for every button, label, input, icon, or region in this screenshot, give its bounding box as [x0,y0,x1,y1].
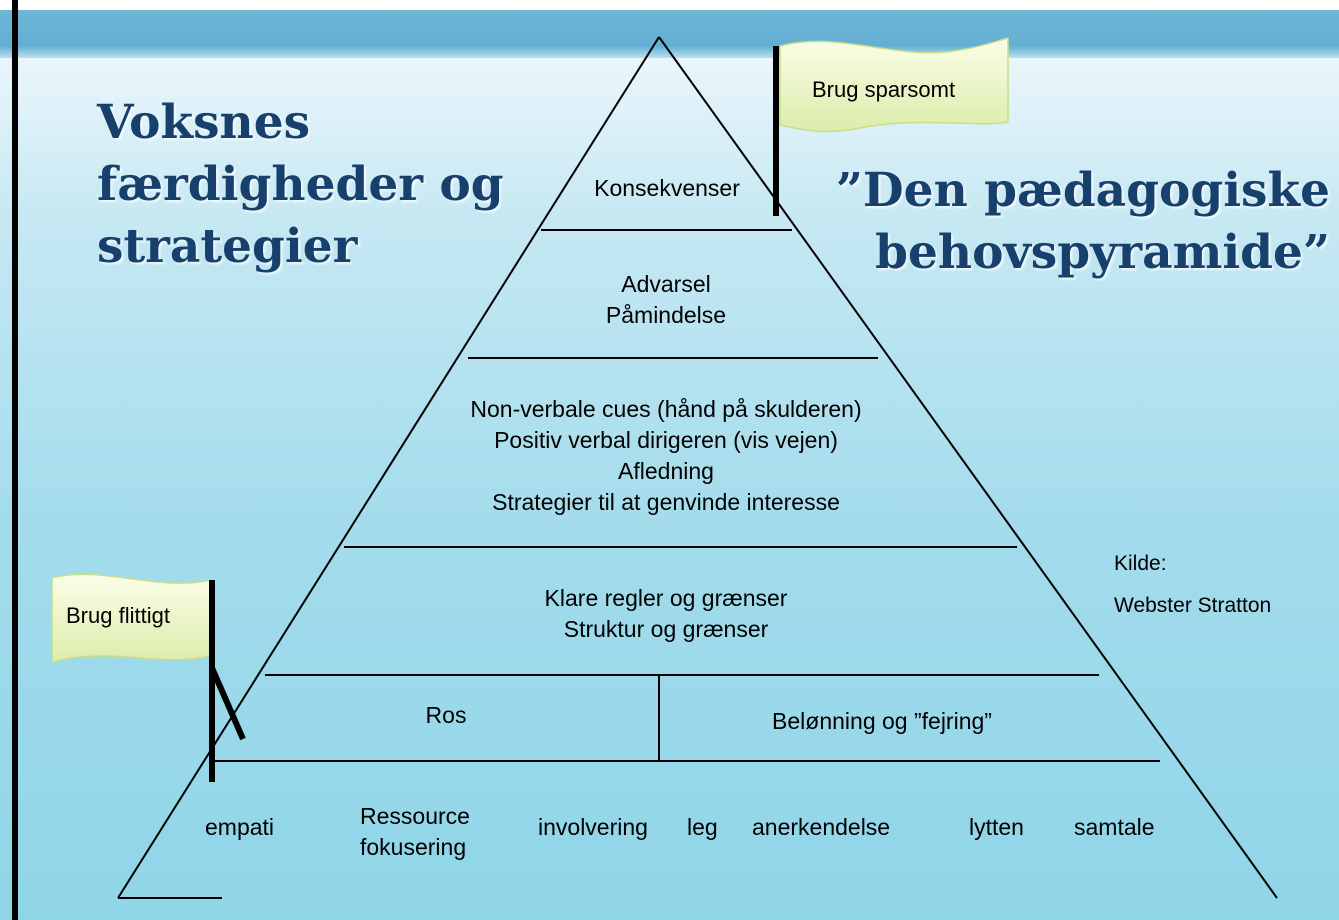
base-empathy: empati [205,814,275,840]
level-warning: Advarsel Påmindelse [606,269,726,331]
level-reward: Belønning og ”fejring” [772,708,992,734]
level-rules-line-2: Struktur og grænser [563,616,769,642]
base-resource-focus-line-1: Ressource [360,803,470,829]
level-rules-line-1: Klare regler og grænser [544,585,788,611]
source-author: Webster Stratton [1114,594,1272,617]
level-nonverbal-line-2: Positiv verbal dirigeren (vis vejen) [494,427,838,453]
pyramid-title-line-2: behovspyramide” [875,225,1330,280]
source-label: Kilde: [1114,552,1167,575]
base-listening: lytten [969,814,1024,840]
level-nonverbal: Non-verbale cues (hånd på skulderen) Pos… [470,394,861,518]
flag-label-diligently: Brug flittigt [66,603,170,628]
main-title: Voksnes færdigheder og strategier [97,92,557,278]
base-conversation: samtale [1074,814,1155,840]
base-play: leg [687,814,718,840]
level-nonverbal-line-4: Strategier til at genvinde interesse [492,489,840,515]
base-resource-focus: Ressource fokusering [360,801,470,863]
main-title-line-2: færdigheder og [97,157,504,212]
left-border [12,0,18,920]
flag-label-sparingly: Brug sparsomt [812,77,956,102]
level-dividers [215,229,1160,762]
flag-use-sparingly [773,37,1009,216]
pyramid-title-line-1: ”Den pædagogiske [835,163,1330,218]
level-warning-line-2: Påmindelse [605,302,727,328]
level-warning-line-1: Advarsel [621,271,711,297]
main-title-line-1: Voksnes [97,95,311,150]
pyramid-outline [117,36,1278,899]
level-nonverbal-line-1: Non-verbale cues (hånd på skulderen) [470,396,862,422]
level-praise: Ros [425,702,467,728]
main-title-line-3: strategier [97,219,358,274]
base-recognition: anerkendelse [752,814,891,840]
base-resource-focus-line-2: fokusering [360,834,467,860]
level-rules: Klare regler og grænser Struktur og græn… [545,583,788,645]
level-consequences: Konsekvenser [594,175,740,201]
base-involvement: involvering [538,814,648,840]
flag-use-diligently [51,573,246,782]
pyramid-title: ”Den pædagogiske behovspyramide” [790,160,1330,284]
level-nonverbal-line-3: Afledning [618,458,714,484]
